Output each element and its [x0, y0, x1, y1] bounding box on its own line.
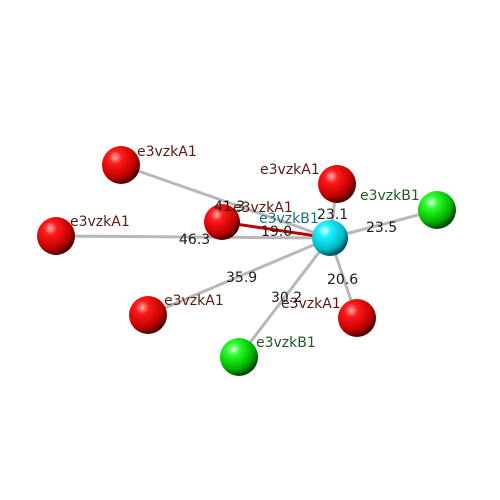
- bond-2: [55, 234, 331, 240]
- atom-green-2[interactable]: [220, 338, 258, 376]
- distance-label-5: 23.5: [366, 220, 397, 236]
- distance-label-8: 30.2: [271, 290, 302, 306]
- atom-red-5[interactable]: [129, 296, 167, 334]
- distance-label-3: 19.0: [261, 224, 292, 240]
- center-atom-label: e3vzkB1: [259, 211, 319, 227]
- atom-label-4: e3vzkA1: [260, 162, 320, 178]
- atom-red-2[interactable]: [37, 217, 75, 255]
- bond-8: [237, 237, 332, 358]
- atom-red-1[interactable]: [102, 146, 140, 184]
- atom-green-1[interactable]: [418, 191, 456, 229]
- distance-label-1: 41.3: [214, 199, 245, 215]
- distance-label-2: 46.3: [179, 232, 210, 248]
- distance-label-6: 35.9: [226, 270, 257, 286]
- atom-label-7: e3vzkA1: [281, 296, 341, 312]
- distance-label-7: 20.6: [327, 272, 358, 288]
- atom-label-8: e3vzkB1: [256, 335, 316, 351]
- atom-label-1: e3vzkA1: [137, 144, 197, 160]
- bond-3: [221, 220, 331, 240]
- bond-6: [147, 236, 331, 317]
- bond-1: [120, 163, 331, 240]
- distance-label-4: 23.1: [317, 207, 348, 223]
- atom-cyan-center[interactable]: [312, 220, 348, 256]
- atom-label-2: e3vzkA1: [70, 214, 130, 230]
- distance-labels: 41.3 46.3 19.0 23.1 23.5 35.9 20.6 30.2: [179, 199, 397, 306]
- atom-label-6: e3vzkA1: [164, 293, 224, 309]
- atom-red-3[interactable]: [204, 204, 240, 240]
- atoms: [37, 146, 456, 376]
- atom-red-4[interactable]: [318, 165, 356, 203]
- atom-label-5: e3vzkB1: [360, 188, 420, 204]
- atom-red-6[interactable]: [338, 299, 376, 337]
- atom-label-3: e3vzkA1: [233, 200, 293, 216]
- atom-labels: e3vzkA1 e3vzkA1 e3vzkA1 e3vzkA1 e3vzkB1 …: [70, 144, 420, 351]
